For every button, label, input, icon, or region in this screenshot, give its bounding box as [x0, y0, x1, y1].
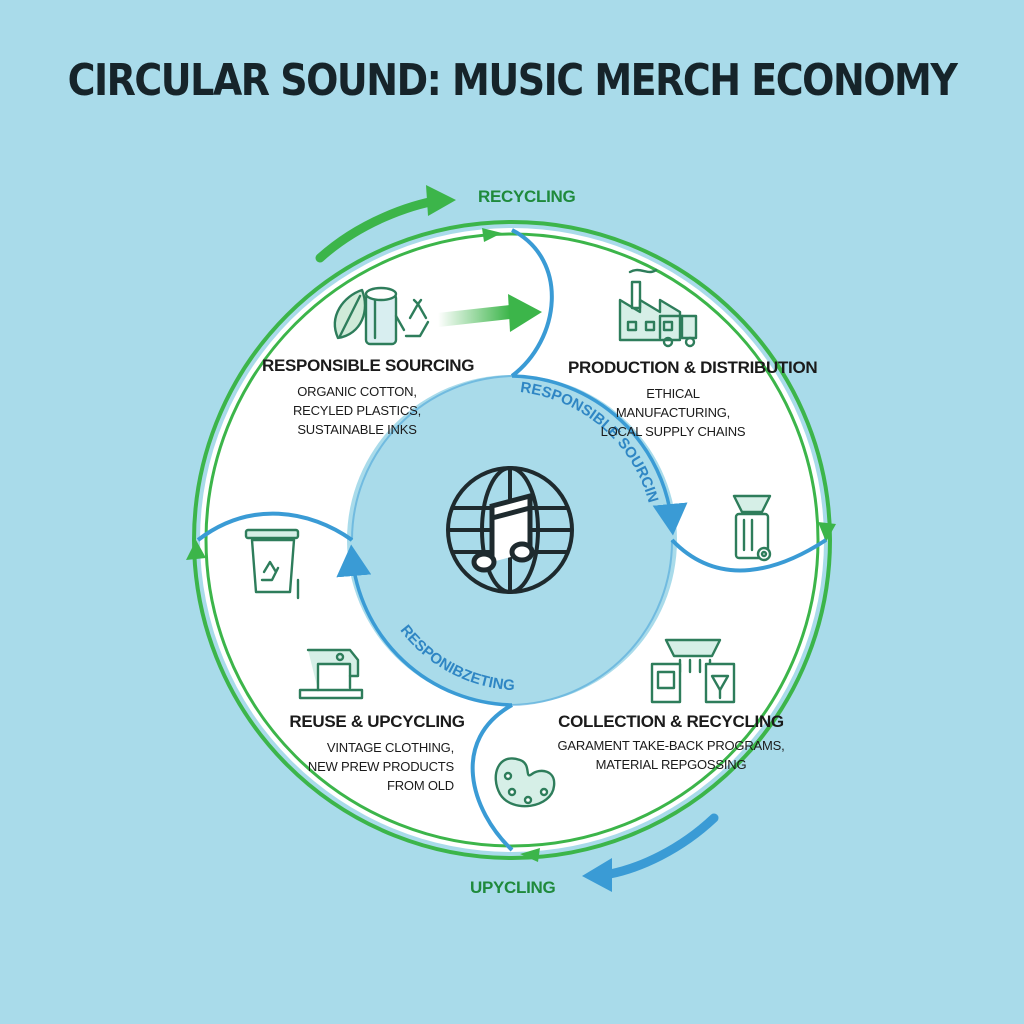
- truck-icon: [658, 314, 698, 348]
- stage-title: PRODUCTION & DISTRIBUTION: [568, 358, 818, 377]
- ring-arrow-bottom: [520, 848, 540, 862]
- outer-ring-green: [192, 220, 832, 860]
- sourcing-flow-arrow-head: [508, 294, 542, 332]
- recycle-icon: [394, 298, 430, 338]
- ring-arrow-right: [818, 522, 836, 542]
- fabric-roll-icon: [364, 286, 398, 346]
- palette-icon: [494, 757, 556, 808]
- stage-description: GARAMENT TAKE-BACK PROGRAMS, MATERIAL RE…: [557, 738, 785, 772]
- divider-bottom: [470, 703, 514, 852]
- globe-music-note-icon: [446, 466, 574, 594]
- stage-description: ETHICAL MANUFACTURING, LOCAL SUPPLY CHAI…: [600, 386, 746, 439]
- inner-arc-lower: [336, 544, 513, 707]
- processing-bin-icon: [732, 494, 772, 562]
- stage-responsible-sourcing: RESPONSIBLE SOURCING ORGANIC COTTON, REC…: [262, 356, 475, 439]
- inner-arc-upper: [511, 374, 688, 536]
- ring-arrow-top: [482, 228, 502, 242]
- outer-arrow-top-head: [426, 185, 456, 216]
- outer-label-upcycling: UPYCLING: [470, 878, 556, 897]
- stage-collection-recycling: COLLECTION & RECYCLING GARAMENT TAKE-BAC…: [556, 712, 786, 774]
- stage-description: ORGANIC COTTON, RECYLED PLASTICS, SUSTAI…: [292, 384, 422, 437]
- stage-production-distribution: PRODUCTION & DISTRIBUTION ETHICAL MANUFA…: [568, 358, 818, 441]
- stage-title: COLLECTION & RECYCLING: [558, 712, 784, 731]
- outer-arrow-bottom-head: [582, 858, 612, 892]
- sewing-machine-icon: [298, 648, 364, 700]
- divider-top: [510, 228, 554, 378]
- inner-arc-right: [511, 539, 674, 706]
- stage-title: RESPONSIBLE SOURCING: [262, 356, 475, 375]
- outer-label-recycling: RECYCLING: [478, 187, 576, 206]
- page-title: CIRCULAR SOUND: MUSIC MERCH ECONOMY: [67, 54, 958, 106]
- factory-icon: [618, 268, 682, 342]
- outer-arrow-bottom: [605, 813, 719, 879]
- outer-ring-green-inner: [204, 232, 820, 848]
- shredder-icon: [650, 638, 736, 704]
- inner-arc-left: [351, 375, 513, 541]
- divider-right: [670, 538, 828, 573]
- stage-description: VINTAGE CLOTHING, NEW PREW PRODUCTS FROM…: [307, 740, 454, 793]
- stage-reuse-upcycling: REUSE & UPCYCLING VINTAGE CLOTHING, NEW …: [282, 712, 472, 795]
- ring-arrow-left: [186, 540, 206, 560]
- divider-left: [196, 511, 354, 542]
- leaf-icon: [333, 288, 367, 340]
- sourcing-flow-arrow: [437, 305, 511, 327]
- stage-title: REUSE & UPCYCLING: [289, 712, 465, 731]
- recycling-bin-icon: [244, 528, 300, 600]
